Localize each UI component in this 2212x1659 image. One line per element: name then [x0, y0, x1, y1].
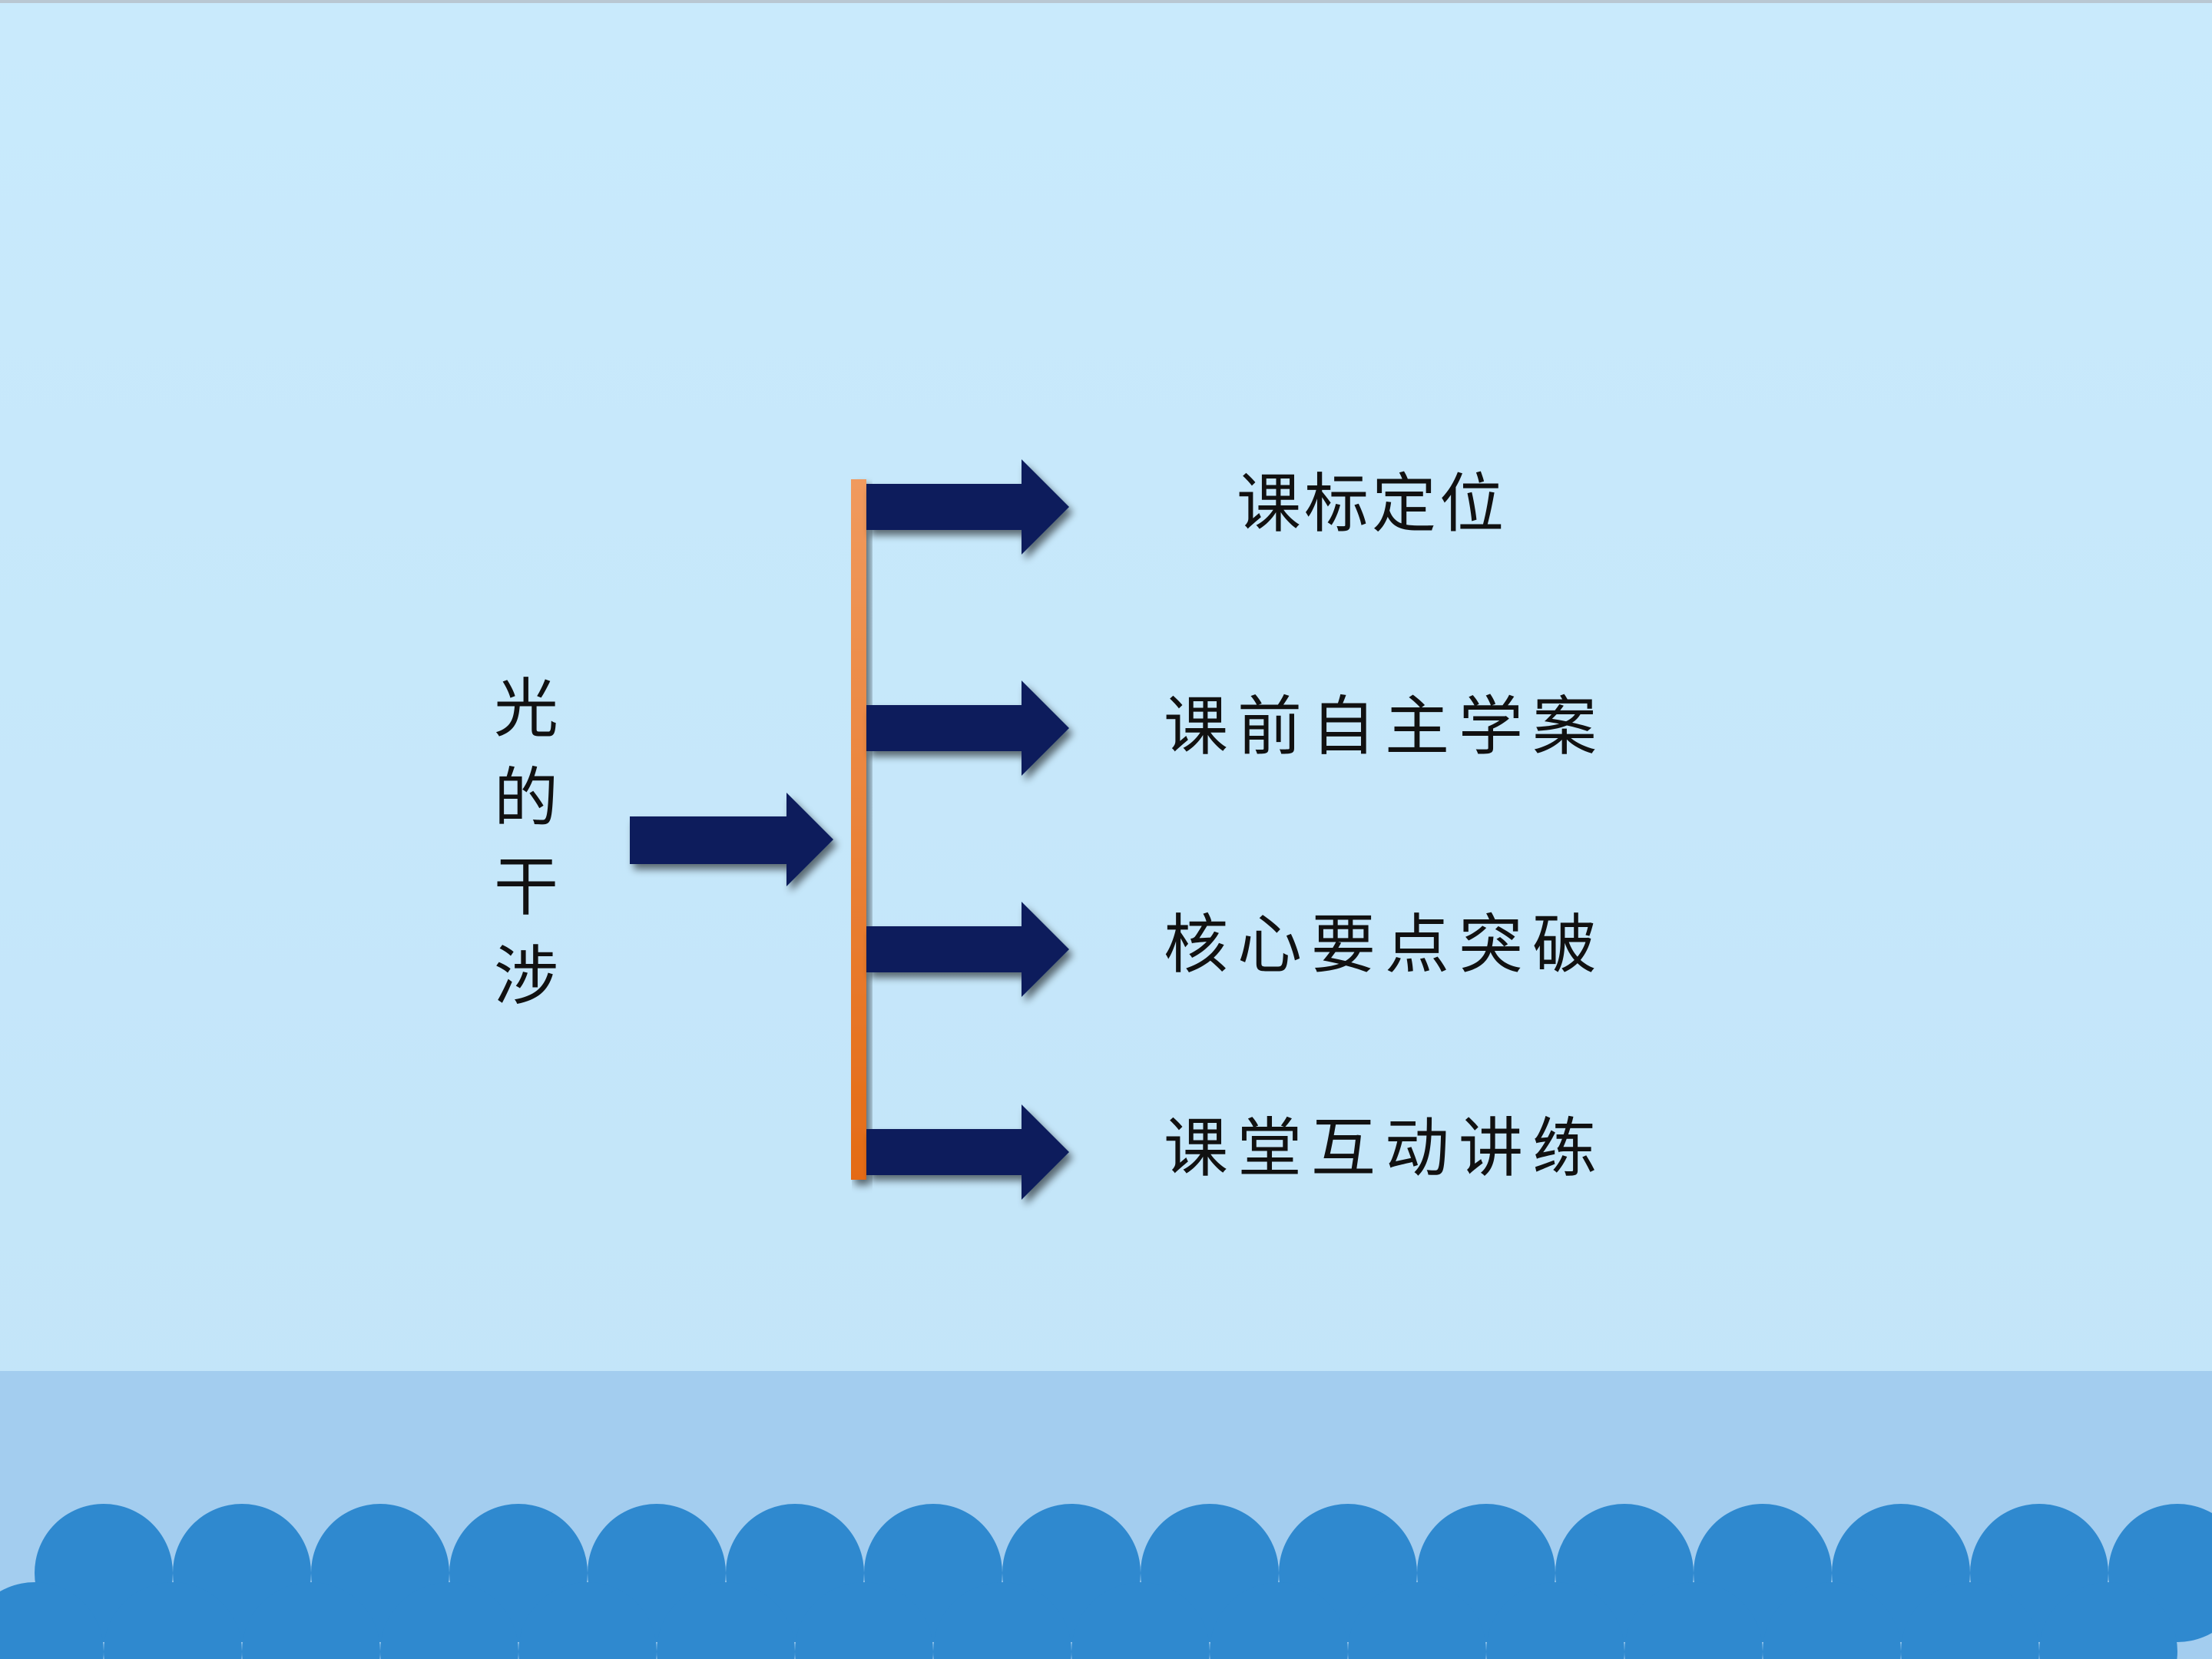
top-border	[0, 0, 2212, 3]
title-char: 涉	[493, 939, 558, 1014]
branch-arrow-3	[866, 902, 1069, 997]
branch-arrow-1	[866, 459, 1069, 555]
main-arrow	[630, 793, 833, 886]
branch-label-curriculum[interactable]: 课标定位	[1237, 466, 1508, 541]
branch-arrow-2	[866, 680, 1069, 776]
title-char: 干	[493, 849, 558, 925]
topic-title-vertical: 光 的 干 涉	[492, 664, 561, 1021]
title-char: 光	[493, 671, 558, 747]
bracket-bar	[851, 479, 866, 1180]
scallop-pattern	[0, 1504, 2212, 1659]
branch-arrow-4	[866, 1104, 1069, 1200]
branch-label-practice[interactable]: 课堂互动讲练	[1164, 1111, 1607, 1186]
branch-label-preview[interactable]: 课前自主学案	[1164, 689, 1607, 764]
branch-label-key-points[interactable]: 核心要点突破	[1164, 907, 1607, 982]
title-char: 的	[493, 760, 558, 836]
